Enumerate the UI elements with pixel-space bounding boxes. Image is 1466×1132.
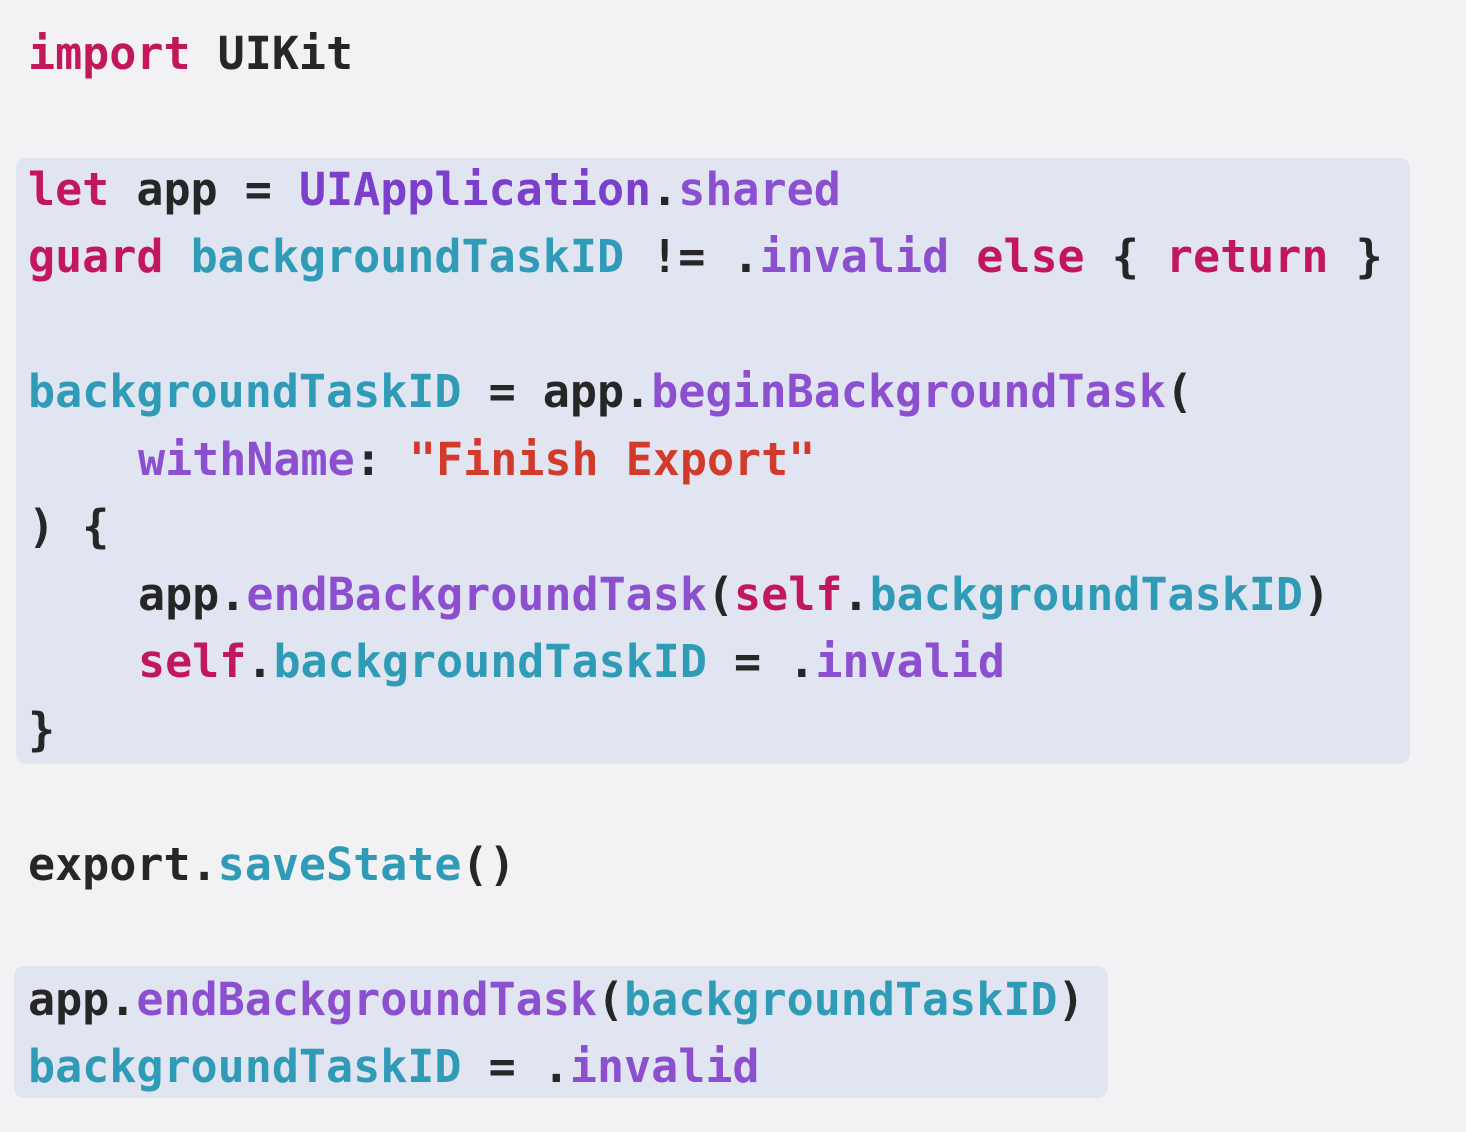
operator-not-equal: != xyxy=(624,230,733,283)
identifier-app: app xyxy=(28,973,110,1026)
code-line-reset: backgroundTaskID = .invalid xyxy=(28,1037,760,1097)
code-line-withname: withName: "Finish Export" xyxy=(138,430,815,490)
highlighted-code-block-2 xyxy=(14,966,1108,1098)
dot: . xyxy=(190,838,218,891)
identifier-export: export xyxy=(28,838,191,891)
keyword-return: return xyxy=(1165,230,1329,283)
paren-open: ( xyxy=(596,973,625,1026)
method-beginbackgroundtask: beginBackgroundTask xyxy=(651,365,1166,418)
paren-close: ) xyxy=(1303,568,1331,621)
keyword-import: import xyxy=(28,27,191,80)
brace-close: } xyxy=(1328,230,1383,283)
dot: . xyxy=(651,163,679,216)
method-savestate: saveState xyxy=(217,838,462,891)
code-line-closure-open: ) { xyxy=(28,497,109,557)
dot: . xyxy=(542,1040,570,1093)
parens: () xyxy=(461,838,516,891)
dot: . xyxy=(109,973,137,1026)
code-line-end-task-self: app.endBackgroundTask(self.backgroundTas… xyxy=(138,565,1330,625)
method-endbackgroundtask: endBackgroundTask xyxy=(136,973,597,1026)
identifier-app: app xyxy=(109,163,245,216)
keyword-else: else xyxy=(976,230,1085,283)
operator-assign: = xyxy=(461,1040,543,1093)
method-endbackgroundtask: endBackgroundTask xyxy=(246,568,707,621)
dot: . xyxy=(842,568,870,621)
paren-open: ( xyxy=(706,568,735,621)
code-line-begin-task: backgroundTaskID = app.beginBackgroundTa… xyxy=(28,362,1193,422)
dot: . xyxy=(732,230,760,283)
keyword-guard: guard xyxy=(28,230,164,283)
dot: . xyxy=(219,568,247,621)
code-line-closure-close: } xyxy=(28,700,55,760)
variable-backgroundtaskid: backgroundTaskID xyxy=(869,568,1303,621)
variable-backgroundtaskid: backgroundTaskID xyxy=(28,1040,462,1093)
paren-open: ( xyxy=(1165,365,1193,418)
space xyxy=(163,230,190,283)
code-line-end-task: app.endBackgroundTask(backgroundTaskID) xyxy=(28,970,1085,1030)
operator-assign: = xyxy=(244,163,299,216)
code-line-guard: guard backgroundTaskID != .invalid else … xyxy=(28,227,1383,287)
operator-assign: = xyxy=(461,365,543,418)
code-line-save-state: export.saveState() xyxy=(28,835,516,895)
highlighted-code-block-1 xyxy=(16,158,1410,764)
brace-open: { xyxy=(1084,230,1166,283)
variable-backgroundtaskid: backgroundTaskID xyxy=(273,635,707,688)
closure-open: ) { xyxy=(28,500,110,553)
member-invalid: invalid xyxy=(759,230,950,283)
code-line-let-app: let app = UIApplication.shared xyxy=(28,160,841,220)
keyword-self: self xyxy=(734,568,843,621)
variable-backgroundtaskid: backgroundTaskID xyxy=(190,230,625,283)
dot: . xyxy=(624,365,652,418)
member-invalid: invalid xyxy=(569,1040,760,1093)
module-name: UIKit xyxy=(190,27,354,80)
paren-close: ) xyxy=(1057,973,1085,1026)
argument-label-withname: withName xyxy=(138,433,355,486)
variable-backgroundtaskid: backgroundTaskID xyxy=(28,365,462,418)
keyword-self: self xyxy=(138,635,247,688)
string-literal: "Finish Export" xyxy=(408,433,816,486)
type-uiapplication: UIApplication xyxy=(298,163,652,216)
closure-close: } xyxy=(28,703,56,756)
property-shared: shared xyxy=(678,163,841,216)
identifier-app: app xyxy=(138,568,220,621)
space xyxy=(949,230,976,283)
variable-backgroundtaskid: backgroundTaskID xyxy=(624,973,1058,1026)
dot: . xyxy=(246,635,274,688)
code-line-reset-self: self.backgroundTaskID = .invalid xyxy=(138,632,1005,692)
operator-assign: = xyxy=(706,635,789,688)
colon: : xyxy=(354,433,409,486)
member-invalid: invalid xyxy=(815,635,1005,688)
code-line-import: import UIKit xyxy=(28,24,353,84)
identifier-app: app xyxy=(542,365,625,418)
keyword-let: let xyxy=(28,163,110,216)
dot: . xyxy=(788,635,816,688)
